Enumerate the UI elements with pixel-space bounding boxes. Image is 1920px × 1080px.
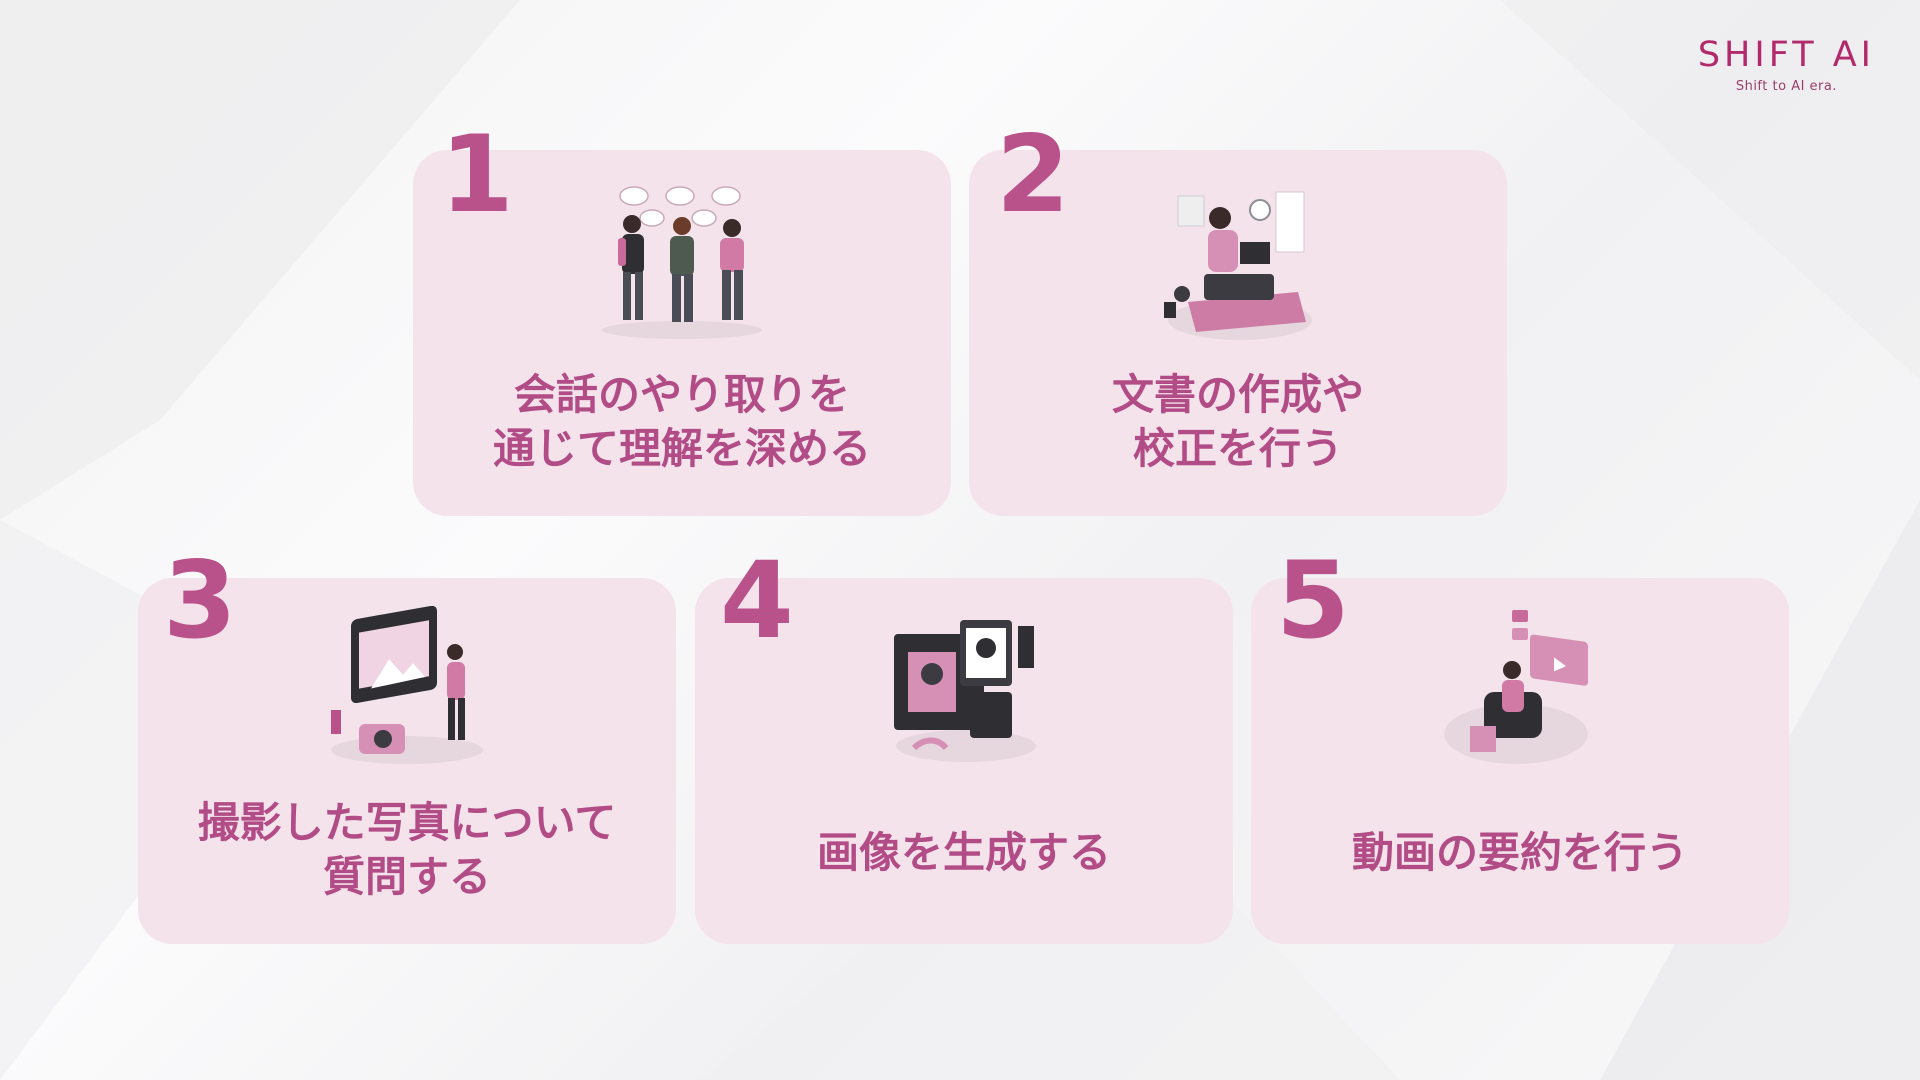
card-5-label: 動画の要約を行う	[1351, 828, 1688, 877]
logo-tagline: Shift to AI era.	[1735, 79, 1837, 94]
person-watching-video-icon	[1444, 610, 1588, 764]
card-5-number: 5	[1276, 539, 1350, 662]
card-3-number: 3	[163, 539, 237, 662]
feature-card-2: 文書の作成や 校正を行う	[969, 150, 1507, 516]
feature-card-3: 撮影した写真について 質問する	[138, 578, 676, 944]
image-gallery-icon	[894, 620, 1036, 762]
card-4-number: 4	[720, 539, 794, 662]
card-1-number: 1	[440, 113, 514, 236]
card-1-label: 会話のやり取りを 通じて理解を深める	[492, 370, 871, 473]
shift-ai-logo: SHIFT AI Shift to AI era.	[1697, 35, 1875, 95]
card-2-label: 文書の作成や 校正を行う	[1111, 370, 1364, 473]
feature-card-1: 会話のやり取りを 通じて理解を深める	[413, 150, 951, 516]
card-2-number: 2	[996, 113, 1070, 236]
logo-wordmark: SHIFT AI	[1697, 35, 1875, 75]
photo-monitor-camera-icon	[331, 606, 483, 764]
card-3-label: 撮影した写真について 質問する	[197, 798, 617, 901]
feature-card-4: 画像を生成する	[695, 578, 1233, 944]
people-chatting-icon	[602, 186, 762, 339]
card-4-label: 画像を生成する	[816, 828, 1111, 877]
person-writing-on-typewriter-icon	[1164, 191, 1312, 340]
feature-card-5: 動画の要約を行う	[1251, 578, 1789, 944]
